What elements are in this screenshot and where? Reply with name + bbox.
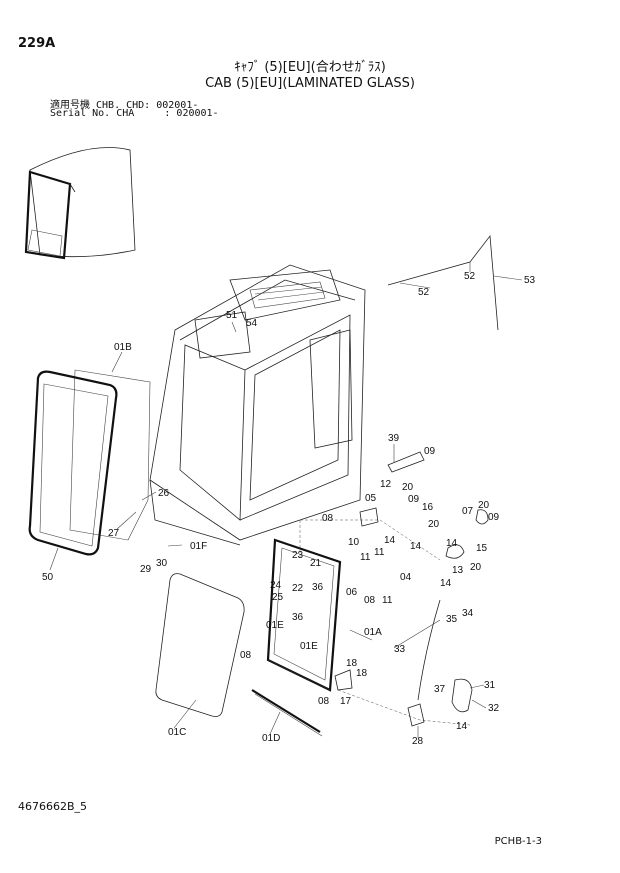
callout-label: 23 [292, 550, 304, 561]
callout-label: 14 [440, 578, 452, 589]
callout-label: 05 [365, 493, 377, 504]
callout-label: 08 [322, 513, 334, 524]
callout-label: 04 [400, 572, 412, 583]
latch-cable [299, 519, 471, 726]
callout-label: 01C [168, 727, 186, 738]
callout-label: 11 [382, 595, 393, 606]
callout-label: 30 [156, 558, 168, 569]
callout-label: 32 [488, 703, 500, 714]
callout-label: 11 [360, 552, 371, 563]
title-japanese: ｷｬﾌﾞ (5)[EU](合わせｶﾞﾗｽ) [234, 60, 386, 75]
page-reference: PCHB-1-3 [494, 836, 542, 847]
callout-label: 09 [488, 512, 500, 523]
wire-assembly [387, 234, 499, 331]
callout-label: 11 [374, 547, 385, 558]
callout-label: 20 [478, 500, 490, 511]
callout-label: 35 [446, 614, 458, 625]
callout-label: 01B [114, 342, 132, 353]
handle-parts [334, 451, 489, 727]
callout-label: 08 [364, 595, 376, 606]
drawing-reference: 4676662B_5 [18, 800, 88, 813]
callout-label: 06 [346, 587, 358, 598]
leader-lines [49, 262, 523, 738]
callout-label: 18 [356, 668, 368, 679]
serial-number-line-2: Serial No. CHA : 020001- [50, 108, 219, 119]
callout-label: 08 [240, 650, 252, 661]
callout-label: 14 [446, 538, 458, 549]
callout-label: 52 [418, 287, 430, 298]
callout-label: 29 [140, 564, 152, 575]
callout-label: 09 [424, 446, 436, 457]
cab-thumbnail [24, 147, 136, 260]
callout-label: 50 [42, 572, 54, 583]
callout-label: 01F [190, 541, 207, 552]
callout-label: 08 [318, 696, 330, 707]
callout-label: 01E [300, 641, 318, 652]
title-english: CAB (5)[EU](LAMINATED GLASS) [205, 76, 415, 91]
callout-label: 18 [346, 658, 358, 669]
callout-label: 31 [484, 680, 496, 691]
callout-label: 10 [348, 537, 360, 548]
callout-label: 01A [364, 627, 382, 638]
callout-label: 27 [108, 528, 120, 539]
callout-label: 14 [456, 721, 468, 732]
serial-number-line-1: 適用号機 CHB. CHD: 002001- [50, 100, 199, 111]
front-glass [155, 573, 245, 717]
door-frame [266, 538, 342, 692]
callout-label: 25 [272, 592, 284, 603]
callout-label: 20 [470, 562, 482, 573]
callout-label: 16 [422, 502, 434, 513]
callout-label: 39 [388, 433, 400, 444]
callout-label: 20 [428, 519, 440, 530]
callout-label: 15 [476, 543, 488, 554]
callout-label: 14 [410, 541, 422, 552]
callout-label: 33 [394, 644, 406, 655]
callout-label: 01D [262, 733, 280, 744]
callout-label: 26 [158, 488, 170, 499]
callout-label: 52 [464, 271, 476, 282]
callout-label: 01E [266, 620, 284, 631]
callout-label: 12 [380, 479, 392, 490]
callout-label: 24 [270, 580, 282, 591]
callout-label: 53 [524, 275, 536, 286]
callout-labels: 01B 50 26 27 29 30 01F 51 54 52 52 53 39… [42, 271, 536, 747]
cab-frame [149, 264, 366, 546]
callout-label: 14 [384, 535, 396, 546]
callout-label: 22 [292, 583, 304, 594]
callout-label: 20 [402, 482, 414, 493]
callout-label: 07 [462, 506, 474, 517]
callout-label: 37 [434, 684, 446, 695]
callout-label: 13 [452, 565, 464, 576]
rear-glass [28, 369, 151, 556]
callout-label: 51 [226, 310, 238, 321]
callout-label: 54 [246, 318, 258, 329]
callout-label: 17 [340, 696, 352, 707]
callout-label: 09 [408, 494, 420, 505]
page-number: 229A [18, 36, 56, 51]
callout-label: 36 [292, 612, 304, 623]
callout-label: 28 [412, 736, 424, 747]
wiper-strip [251, 689, 323, 737]
callout-label: 21 [310, 558, 322, 569]
callout-label: 34 [462, 608, 474, 619]
callout-label: 36 [312, 582, 324, 593]
